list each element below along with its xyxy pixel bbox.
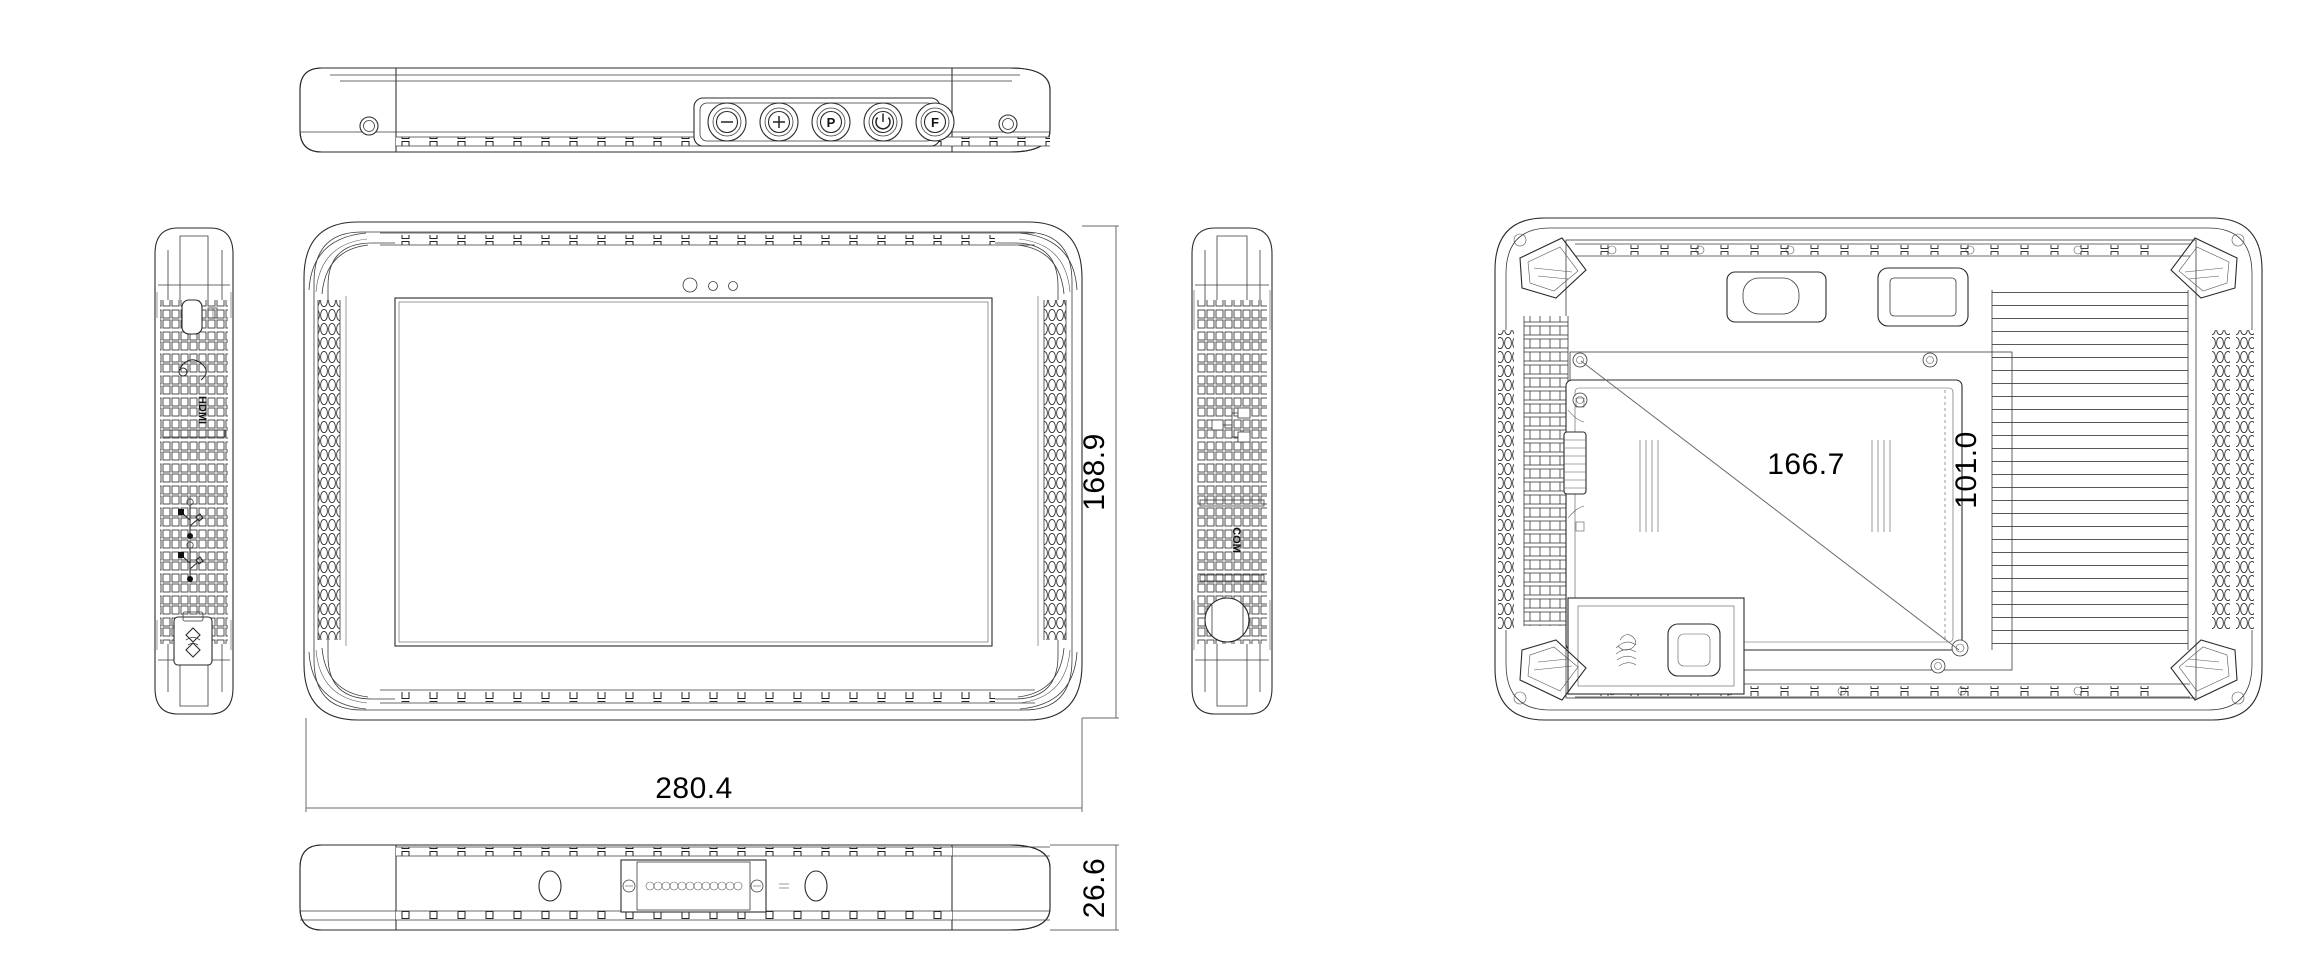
front-left-bumper	[317, 296, 347, 646]
back-left-bumper-ribs	[1498, 330, 1514, 630]
heat-sink-fins	[1991, 290, 2189, 650]
dock-guide-hole-right	[804, 870, 828, 902]
front-corner-bottom-right	[1017, 647, 1078, 710]
top-right-screw	[998, 114, 1018, 134]
usb-port-lower	[178, 541, 204, 582]
dimension-width: 280.4	[305, 718, 1083, 812]
camera-flash	[1877, 267, 1969, 327]
back-corner-screws	[1513, 233, 2245, 705]
battery-contact-strips	[1639, 440, 1891, 532]
button-programmable-glyph: P	[827, 115, 836, 130]
speaker-grille	[1204, 597, 1250, 643]
dock-screw-left	[622, 879, 636, 893]
front-corner-top-right	[1017, 232, 1078, 295]
back-left-vents	[1523, 316, 1569, 626]
dimension-width-value: 280.4	[655, 772, 733, 805]
back-right-bumper-ribs	[2212, 330, 2254, 630]
dimension-battery-diagonal-value: 166.7	[1767, 448, 1845, 481]
rear-camera-lens	[1726, 271, 1827, 323]
dimension-battery-diagonal: 166.7	[1580, 360, 1960, 651]
com-port: COM	[1230, 527, 1242, 553]
button-function[interactable]: F	[915, 102, 955, 142]
docking-connector-pins	[645, 881, 743, 891]
front-corner-bottom-left	[308, 647, 369, 710]
dimension-thickness-value: 26.6	[1078, 858, 1111, 918]
strap-mount-top-right	[2170, 237, 2238, 299]
network-port	[1211, 407, 1251, 443]
audio-jack-port	[178, 359, 207, 381]
button-function-glyph: F	[931, 115, 939, 130]
fingerprint-reader[interactable]	[1667, 623, 1721, 677]
front-camera-cluster	[682, 277, 738, 293]
button-volume-up[interactable]	[759, 102, 799, 142]
scanner-glyph	[1615, 634, 1637, 667]
left-side-grip-texture	[160, 300, 228, 644]
sim-card-slot	[181, 299, 218, 335]
dimension-battery-height: 101.0	[1950, 431, 1983, 509]
com-port-label: COM	[1230, 527, 1242, 553]
front-view	[303, 221, 1083, 721]
back-top-edge-detents	[1575, 243, 2190, 257]
front-top-edge-detents	[380, 232, 1035, 246]
right-side-grip-texture	[1197, 300, 1267, 644]
lan-port	[173, 611, 213, 666]
right-side-view: COM	[1191, 227, 1273, 715]
dimension-height-value: 168.9	[1078, 433, 1111, 511]
dimension-height: 168.9	[1078, 225, 1119, 719]
dock-guide-hole-left	[538, 870, 562, 902]
strap-mount-top-left	[1519, 237, 1587, 299]
back-top-screws	[1607, 245, 2083, 255]
front-right-bumper	[1037, 296, 1067, 646]
bottom-edge-detents	[396, 846, 1050, 857]
ambient-light-sensor	[708, 281, 718, 291]
button-programmable[interactable]: P	[811, 102, 851, 142]
button-power[interactable]	[863, 102, 903, 142]
strap-mount-bottom-right	[2170, 639, 2238, 701]
hdmi-port-label: HDMI	[196, 396, 208, 424]
left-side-view: HDMI	[154, 227, 234, 715]
top-left-screw	[359, 116, 379, 136]
dimension-thickness: 26.6	[1050, 844, 1119, 931]
bottom-view	[299, 844, 1051, 931]
docking-connector	[620, 859, 767, 913]
front-corner-top-left	[308, 232, 369, 295]
strap-mount-bottom-left	[1519, 639, 1587, 701]
lcd-display-area[interactable]	[394, 297, 993, 647]
hdmi-port: HDMI	[196, 396, 208, 424]
dimension-battery-height-value: 101.0	[1950, 431, 1983, 509]
usb-port-upper	[178, 498, 204, 539]
battery-release-latch[interactable]	[1563, 397, 1587, 532]
top-view: P F	[299, 67, 1051, 153]
back-view	[1494, 217, 2263, 721]
proximity-sensor	[728, 281, 738, 291]
front-camera-lens	[682, 277, 698, 293]
button-volume-down[interactable]	[707, 102, 747, 142]
dock-screw-right	[750, 879, 764, 893]
front-bottom-edge-detents	[380, 689, 1035, 704]
